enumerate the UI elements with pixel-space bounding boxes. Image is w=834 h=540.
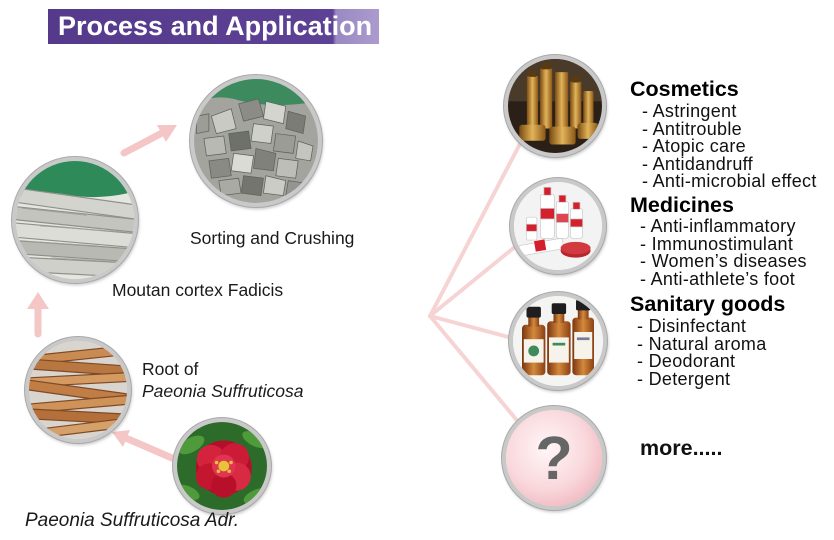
more-label: more..... bbox=[640, 436, 723, 460]
medicine-tube-group bbox=[518, 238, 591, 258]
list-item: - Anti-microbial effect bbox=[642, 171, 817, 192]
arrow-cortex-to-crushing bbox=[120, 125, 177, 157]
list-item: - Atopic care bbox=[642, 136, 746, 157]
title-banner bbox=[48, 9, 379, 44]
list-item: - Immunostimulant bbox=[640, 233, 794, 254]
list-item: - Antitrouble bbox=[642, 118, 742, 139]
question-mark-icon: ? bbox=[502, 406, 606, 510]
medicines-title: Medicines bbox=[630, 193, 734, 217]
page-title: Process and Application bbox=[58, 11, 373, 41]
medicines-photo bbox=[510, 178, 606, 274]
connector-line-cosmetics bbox=[428, 138, 524, 318]
root-photo bbox=[25, 337, 131, 443]
list-item: - Natural aroma bbox=[637, 333, 767, 354]
root-label-line1: Root of bbox=[142, 359, 199, 379]
medicines-list: - Anti-inflammatory - Immunostimulant - … bbox=[640, 216, 807, 289]
peony-flower-photo bbox=[173, 418, 271, 514]
medicines-block: Medicines - Anti-inflammatory - Immunost… bbox=[630, 193, 807, 288]
arrow-root-to-cortex bbox=[27, 292, 49, 338]
cortex-label: Moutan cortex Fadicis bbox=[112, 280, 284, 300]
fan-connector-lines bbox=[428, 138, 524, 426]
list-item: - Deodorant bbox=[637, 351, 736, 372]
list-item: - Astringent bbox=[642, 101, 737, 121]
list-item: - Detergent bbox=[637, 368, 731, 389]
list-item: - Anti-inflammatory bbox=[640, 216, 796, 236]
cosmetic-bottle-group bbox=[526, 62, 594, 129]
cosmetics-list: - Astringent - Antitrouble - Atopic care… bbox=[642, 101, 817, 192]
sanitary-goods-block: Sanitary goods - Disinfectant - Natural … bbox=[630, 291, 785, 388]
root-stick-group bbox=[29, 345, 127, 439]
bark-sticks-photo bbox=[12, 157, 138, 283]
sanitary-goods-title: Sanitary goods bbox=[630, 292, 786, 316]
medicine-bottle-group bbox=[525, 186, 583, 241]
flower-center bbox=[214, 460, 233, 474]
cosmetics-photo bbox=[504, 55, 606, 157]
bark-streaks bbox=[21, 207, 129, 263]
root-label-line2: Paeonia Suffruticosa bbox=[142, 381, 304, 401]
sanitary-goods-list: - Disinfectant - Natural aroma - Deodora… bbox=[637, 316, 785, 389]
crushed-bark-photo bbox=[190, 75, 322, 207]
amber-bottle-group bbox=[522, 299, 594, 376]
arrow-flower-to-root bbox=[112, 430, 176, 462]
cosmetics-title: Cosmetics bbox=[630, 77, 739, 101]
list-item: - Antidandruff bbox=[642, 153, 753, 174]
connector-line-sanitary bbox=[428, 314, 514, 340]
question-glyph: ? bbox=[535, 424, 573, 493]
list-item: - Women’s diseases bbox=[640, 251, 807, 272]
cosmetics-block: Cosmetics - Astringent - Antitrouble - A… bbox=[630, 76, 817, 191]
crushing-label: Sorting and Crushing bbox=[190, 228, 355, 248]
flower-label: Paeonia Suffruticosa Adr. bbox=[25, 510, 240, 531]
sanitary-goods-photo bbox=[509, 292, 607, 390]
connector-line-medicines bbox=[428, 244, 518, 318]
bark-chunk-group bbox=[196, 98, 314, 199]
list-item: - Anti-athlete’s foot bbox=[640, 268, 796, 289]
green-background bbox=[16, 161, 134, 199]
list-item: - Disinfectant bbox=[637, 316, 747, 336]
connector-line-more bbox=[428, 314, 522, 426]
